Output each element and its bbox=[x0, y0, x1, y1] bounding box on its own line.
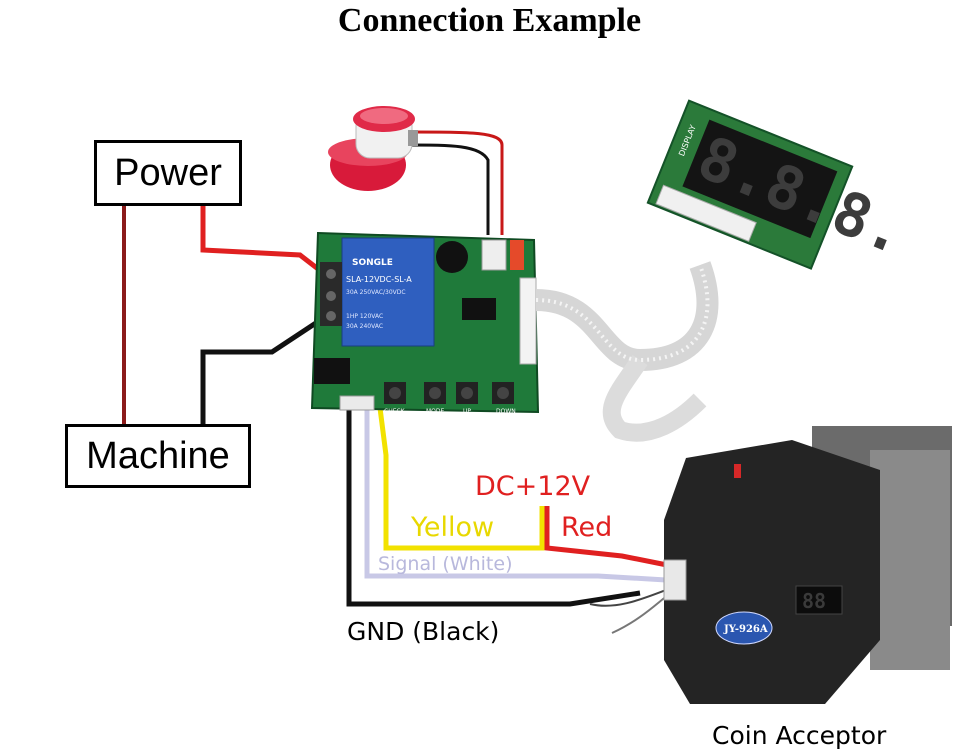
push-button-photo bbox=[328, 106, 418, 191]
coin-connector bbox=[339, 395, 375, 411]
btn-mode-label: MODE bbox=[426, 408, 445, 415]
machine-black-wire bbox=[200, 312, 330, 425]
label-coin-acceptor: Coin Acceptor bbox=[712, 721, 887, 750]
controller-board: SONGLE SLA-12VDC-SL-A 30A 250VAC/30VDC 1… bbox=[310, 231, 540, 415]
btn-check-label: CHECK bbox=[384, 408, 406, 415]
button-wires bbox=[409, 130, 504, 235]
btn-up-label: UP bbox=[463, 408, 471, 415]
ribbon-cable bbox=[535, 261, 719, 442]
diagram-title: Connection Example bbox=[337, 2, 642, 39]
machine-box: Machine bbox=[65, 424, 251, 488]
coin-yellow-wire bbox=[377, 407, 545, 551]
label-red: Red bbox=[561, 512, 612, 543]
relay-spec-3: 30A 240VAC bbox=[346, 323, 383, 330]
coin-signal-wire bbox=[364, 408, 667, 583]
tactile-buttons bbox=[384, 382, 514, 404]
coin-gnd-wire bbox=[346, 408, 669, 634]
relay-spec-2: 1HP 120VAC bbox=[346, 313, 383, 320]
label-dc12v: DC+12V bbox=[475, 471, 591, 502]
speaker-label: SPEAKER bbox=[440, 231, 467, 238]
relay-model: SLA-12VDC-SL-A bbox=[346, 275, 412, 284]
power-box: Power bbox=[94, 140, 242, 206]
dc-jack bbox=[314, 358, 350, 384]
coin-model-label: JY-926A bbox=[723, 624, 768, 635]
coin-display-digits: 88 bbox=[802, 589, 826, 613]
power-red-wire bbox=[200, 205, 324, 274]
label-signal-white: Signal (White) bbox=[378, 553, 512, 575]
relay-spec-1: 30A 250VAC/30VDC bbox=[346, 289, 406, 296]
display-module: 8.8.8. DISPLAY bbox=[646, 99, 916, 270]
relay bbox=[341, 237, 435, 347]
ic-chip bbox=[462, 298, 496, 320]
btn-down-label: DOWN bbox=[496, 408, 516, 415]
coin-acceptor-photo: 88 JY-926A bbox=[663, 426, 952, 704]
relay-brand: SONGLE bbox=[352, 258, 393, 268]
buzzer bbox=[436, 241, 468, 273]
coin-red-wire bbox=[544, 506, 673, 569]
label-gnd-black: GND (Black) bbox=[347, 617, 499, 646]
label-yellow: Yellow bbox=[410, 512, 494, 543]
